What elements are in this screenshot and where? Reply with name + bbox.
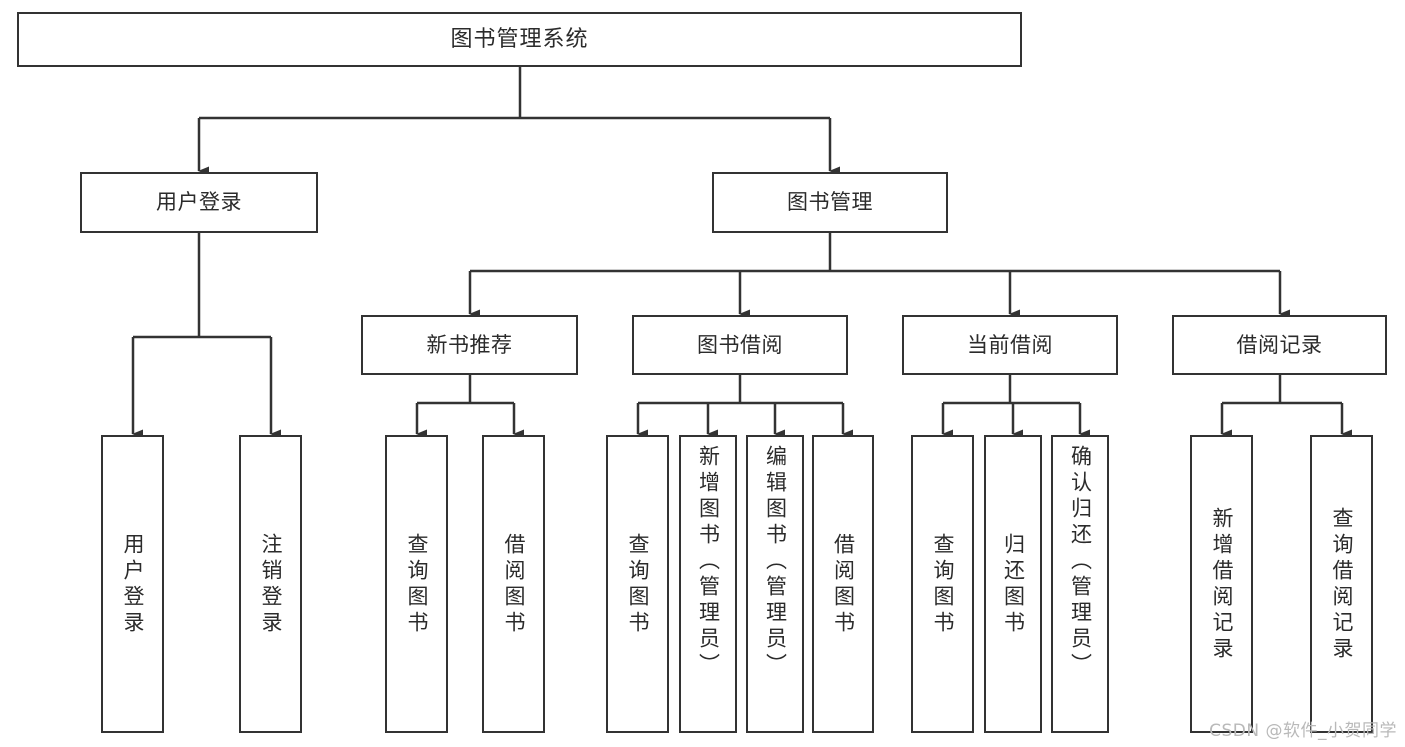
node-label: 新增借阅记录 (1210, 507, 1234, 663)
node-label: 新书推荐 (426, 332, 513, 357)
node-login[interactable]: 用户登录 (80, 172, 318, 233)
node-label: 图书借阅 (697, 332, 783, 357)
node-leaf-cur-2[interactable]: 归还图书 (984, 435, 1042, 733)
node-label: 图书管理 (787, 190, 873, 215)
node-label: 借阅图书 (831, 533, 856, 637)
node-label: 用户登录 (156, 190, 242, 215)
node-leaf-rec-1[interactable]: 新增借阅记录 (1190, 435, 1253, 733)
node-leaf-bor-3[interactable]: 编辑图书（管理员） (746, 435, 804, 733)
node-label: 新增图书（管理员） (696, 445, 721, 679)
node-bookmgmt[interactable]: 图书管理 (712, 172, 948, 233)
node-borrow[interactable]: 图书借阅 (632, 315, 848, 375)
node-label: 确认归还（管理员） (1068, 445, 1093, 679)
node-leaf-rec-2[interactable]: 查询借阅记录 (1310, 435, 1373, 733)
node-leaf-cur-3[interactable]: 确认归还（管理员） (1051, 435, 1109, 733)
node-leaf-bor-2[interactable]: 新增图书（管理员） (679, 435, 737, 733)
node-records[interactable]: 借阅记录 (1172, 315, 1387, 375)
node-leaf-login-2[interactable]: 注销登录 (239, 435, 302, 733)
node-label: 用户登录 (121, 533, 145, 637)
node-label: 归还图书 (1001, 533, 1026, 637)
node-leaf-bor-4[interactable]: 借阅图书 (812, 435, 874, 733)
node-leaf-new-2[interactable]: 借阅图书 (482, 435, 545, 733)
node-label: 借阅图书 (502, 533, 526, 637)
node-leaf-login-1[interactable]: 用户登录 (101, 435, 164, 733)
node-leaf-bor-1[interactable]: 查询图书 (606, 435, 669, 733)
node-label: 查询图书 (626, 533, 650, 637)
node-newbook[interactable]: 新书推荐 (361, 315, 578, 375)
node-label: 图书管理系统 (450, 26, 589, 52)
node-current[interactable]: 当前借阅 (902, 315, 1118, 375)
csdn-watermark: CSDN @软件_小贺同学 (1209, 721, 1397, 741)
node-label: 借阅记录 (1236, 332, 1323, 357)
node-leaf-new-1[interactable]: 查询图书 (385, 435, 448, 733)
node-label: 注销登录 (259, 533, 283, 637)
node-label: 当前借阅 (967, 332, 1053, 357)
node-leaf-cur-1[interactable]: 查询图书 (911, 435, 974, 733)
node-label: 查询图书 (405, 533, 429, 637)
node-label: 编辑图书（管理员） (763, 445, 788, 679)
node-root[interactable]: 图书管理系统 (17, 12, 1022, 67)
node-label: 查询图书 (931, 533, 955, 637)
node-label: 查询借阅记录 (1330, 507, 1354, 663)
